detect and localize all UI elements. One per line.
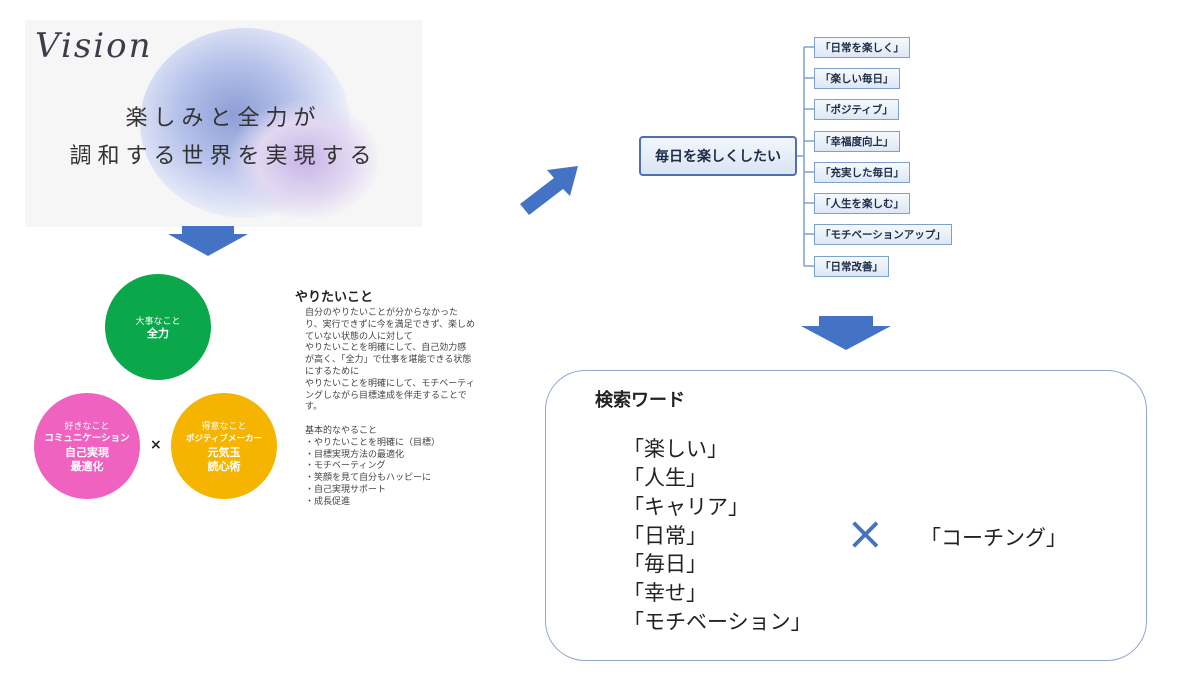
- circle-likes-item: 自己実現: [65, 445, 109, 459]
- search-keyword: 「日常」: [623, 524, 707, 548]
- mindmap-node: 「日常改善」: [814, 256, 889, 277]
- mindmap-central-node: 毎日を楽しくしたい: [639, 136, 797, 176]
- watercolor-wash-accent: [230, 100, 380, 220]
- search-keyword: 「人生」: [623, 466, 707, 490]
- diagonal-arrow-icon: [520, 166, 578, 215]
- mindmap-connectors: [797, 46, 814, 267]
- circle-strengths-item: 読心術: [207, 459, 241, 473]
- mindmap-node: 「人生を楽しむ」: [814, 193, 910, 214]
- vision-statement-line1: 楽しみと全力が: [125, 106, 322, 131]
- vision-statement-line2: 調和する世界を実現する: [69, 144, 378, 169]
- circle-important-label: 大事なこと: [135, 316, 181, 327]
- mindmap-node: 「モチベーションアップ」: [814, 224, 952, 245]
- vision-script-title: Vision: [35, 26, 153, 66]
- circle-strengths-label: 得意なこと: [201, 421, 247, 432]
- search-keyword-coaching: 「コーチング」: [920, 526, 1067, 550]
- circle-strengths: 得意なこと ポジティブメーカー 元気玉 読心術: [171, 393, 277, 499]
- vision-card: Vision 楽しみと全力が 調和する世界を実現する: [25, 20, 422, 227]
- mindmap-node: 「充実した毎日」: [814, 162, 910, 183]
- circle-likes-label: 好きなこと: [64, 421, 110, 432]
- search-keyword: 「幸せ」: [623, 581, 707, 605]
- down-arrow-icon: [801, 316, 891, 350]
- want-title: やりたいこと: [295, 290, 374, 305]
- search-keyword: 「モチベーション」: [623, 610, 812, 634]
- search-keyword: 「毎日」: [623, 552, 707, 576]
- circle-likes-item: 最適化: [70, 459, 104, 473]
- circle-strengths-item: 元気玉: [207, 445, 241, 459]
- want-body: 自分のやりたいことが分からなかったり、実行できずに今を満足できず、楽しめていない…: [305, 308, 476, 507]
- search-words-box: [545, 370, 1147, 661]
- search-keyword: 「楽しい」: [623, 437, 728, 461]
- search-keyword: 「キャリア」: [623, 495, 749, 519]
- circle-important-value: 全力: [147, 326, 169, 340]
- multiply-sign: ×: [150, 437, 162, 453]
- down-arrow-icon: [168, 226, 248, 256]
- circle-likes: 好きなこと コミュニケーション 自己実現 最適化: [34, 393, 140, 499]
- multiply-icon: ×: [846, 506, 885, 560]
- mindmap-node: 「日常を楽しく」: [814, 37, 910, 58]
- mindmap-node: 「幸福度向上」: [814, 131, 900, 152]
- circle-likes-item: コミュニケーション: [44, 432, 130, 444]
- search-words-title: 検索ワード: [595, 390, 685, 411]
- mindmap-node: 「ポジティブ」: [814, 99, 899, 120]
- mindmap-node: 「楽しい毎日」: [814, 68, 900, 89]
- circle-strengths-item: ポジティブメーカー: [186, 433, 262, 444]
- circle-important: 大事なこと 全力: [105, 274, 211, 380]
